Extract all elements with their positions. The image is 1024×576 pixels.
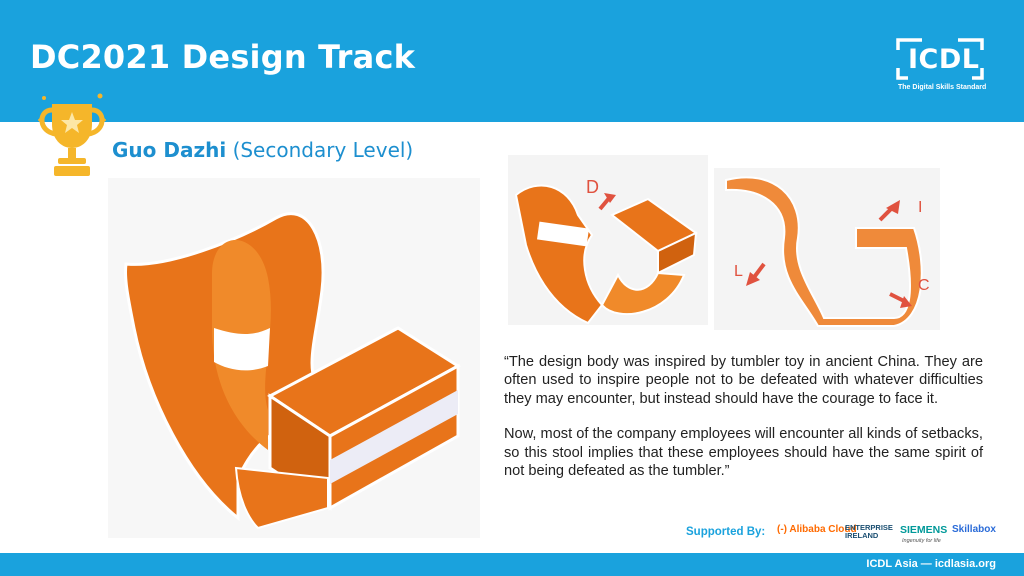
logo-text: ICDL (908, 44, 980, 75)
diagram-label-c: C (918, 277, 930, 294)
logo-frame-icon (896, 38, 984, 80)
diagram-label-i: I (918, 199, 922, 216)
quote-paragraph-2: Now, most of the company employees will … (504, 426, 983, 480)
siemens-logo: SIEMENS (900, 524, 948, 536)
trophy-icon (38, 93, 106, 176)
enterprise-line-1: ENTERPRISE (845, 523, 893, 532)
footer-bar: ICDL Asia — icdlasia.org (0, 553, 1024, 576)
diagram-label-d: D (586, 177, 599, 197)
winner-level: (Secondary Level) (232, 138, 414, 162)
supported-by-label: Supported By: (686, 526, 766, 538)
skillabox-logo: Skillabox (952, 524, 996, 535)
siemens-tagline: Ingenuity for life (902, 538, 941, 544)
slide-title: DC2021 Design Track (30, 38, 416, 76)
stool-diagram-lc-drawing: L C I (725, 176, 930, 327)
stool-diagram-d-drawing: D (514, 177, 698, 325)
stool-render-image (108, 178, 480, 538)
enterprise-ireland-logo: ENTERPRISE IRELAND (845, 524, 893, 540)
quote-paragraph-1: “The design body was inspired by tumbler… (504, 354, 983, 407)
stool-render-drawing (124, 212, 461, 530)
winner-heading: Guo Dazhi (Secondary Level) (112, 138, 413, 162)
footer-text: ICDL Asia — icdlasia.org (866, 558, 996, 570)
stool-diagram-lc-image: L C I (714, 168, 940, 330)
stool-diagram-d-image: D (508, 155, 708, 325)
diagram-label-l: L (734, 263, 743, 280)
winner-name: Guo Dazhi (112, 138, 227, 162)
alibaba-cloud-logo: (-) Alibaba Cloud (777, 524, 857, 535)
logo-tagline: The Digital Skills Standard (898, 84, 987, 91)
icdl-logo: ICDL The Digital Skills Standard (896, 38, 988, 102)
header-bar: DC2021 Design Track ICDL The Digital Ski… (0, 0, 1024, 122)
design-quote: “The design body was inspired by tumbler… (504, 353, 983, 497)
enterprise-line-2: IRELAND (845, 531, 879, 540)
